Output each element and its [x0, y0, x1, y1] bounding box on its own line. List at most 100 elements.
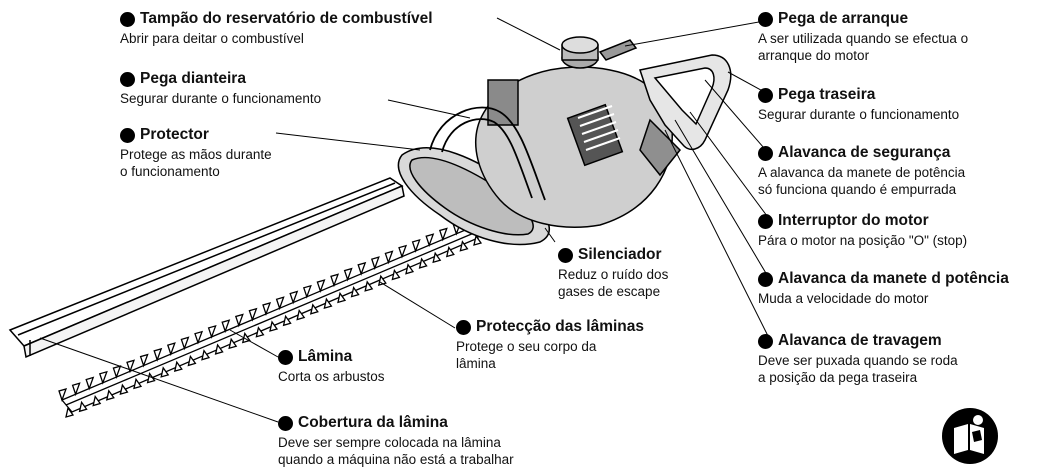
- label-protector: Protector Protege as mãos durante o func…: [120, 126, 272, 180]
- label-rear-handle: Pega traseira Segurar durante o funciona…: [758, 86, 959, 123]
- blade-tooth: [228, 337, 238, 350]
- label-front-handle: Pega dianteira Segurar durante o funcion…: [120, 70, 321, 107]
- blade-tooth: [180, 336, 190, 351]
- bullet-icon: [758, 333, 773, 349]
- label-blade: Lâmina Corta os arbustos: [278, 348, 385, 385]
- bullet-icon: [120, 71, 135, 87]
- label-desc: o funcionamento: [120, 164, 220, 179]
- blade-tooth: [262, 302, 272, 316]
- label-title: Interruptor do motor: [778, 212, 929, 229]
- blade-tooth: [234, 313, 244, 328]
- label-desc: Pára o motor na posição "O" (stop): [758, 233, 968, 248]
- label-desc: gases de escape: [558, 284, 661, 299]
- label-desc: A alavanca da manete de potência: [758, 165, 966, 180]
- blade-tooth: [411, 238, 421, 253]
- blade-tooth: [160, 366, 170, 378]
- blade-tooth: [139, 353, 149, 368]
- blade-tooth: [323, 297, 333, 309]
- bullet-icon: [456, 319, 471, 335]
- blade-tooth: [221, 319, 231, 334]
- label-title: Pega traseira: [778, 86, 876, 103]
- label-blade-guard: Protecção das lâminas Protege o seu corp…: [456, 318, 644, 372]
- blade-tooth: [65, 406, 75, 418]
- blade-tooth: [105, 389, 115, 401]
- blade-tooth: [119, 383, 129, 395]
- blade-tooth: [296, 308, 306, 321]
- label-desc: arranque do motor: [758, 48, 870, 63]
- blade-tooth: [316, 279, 326, 294]
- label-desc: A ser utilizada quando se efectua o: [758, 31, 969, 46]
- label-title: Protecção das lâminas: [476, 318, 644, 335]
- blade-tooth: [445, 245, 455, 258]
- bullet-icon: [758, 145, 773, 161]
- blade-tooth: [214, 343, 224, 355]
- bullet-icon: [120, 127, 135, 143]
- protector-shape: [397, 147, 550, 246]
- label-desc: Deve ser puxada quando se roda: [758, 353, 958, 368]
- label-desc: quando a máquina não está a trabalhar: [278, 452, 514, 467]
- label-title: Cobertura da lâmina: [298, 414, 448, 431]
- blade-tooth: [350, 286, 360, 298]
- blade-tooth: [166, 342, 176, 357]
- blade-tooth: [92, 394, 102, 407]
- label-title: Alavanca da manete d potência: [778, 270, 1009, 287]
- label-desc: Muda a velocidade do motor: [758, 291, 929, 306]
- leader-lines: [39, 17, 771, 423]
- label-title: Silenciador: [578, 246, 662, 263]
- blade-tooth: [98, 370, 108, 385]
- bullet-icon: [120, 11, 135, 27]
- blade-tooth: [112, 365, 122, 380]
- blade-tooth: [398, 244, 408, 259]
- label-title: Protector: [140, 126, 209, 143]
- label-desc: lâmina: [456, 356, 496, 371]
- blade-tooth: [126, 359, 136, 374]
- blade-tooth: [309, 303, 319, 315]
- blade-tooth: [337, 291, 347, 304]
- blade-tooth: [438, 227, 448, 242]
- label-desc: Reduz o ruído dos: [558, 267, 669, 282]
- label-engine-switch: Interruptor do motor Pára o motor na pos…: [758, 212, 967, 249]
- label-fuel-cap: Tampão do reservatório de combustível Ab…: [120, 10, 433, 47]
- blade-tooth: [384, 250, 394, 265]
- bullet-icon: [758, 271, 773, 287]
- blade-tooth: [173, 360, 183, 373]
- label-desc: Abrir para deitar o combustível: [120, 31, 304, 46]
- label-blade-cover: Cobertura da lâmina Deve ser sempre colo…: [278, 414, 514, 468]
- label-title: Lâmina: [298, 348, 353, 365]
- label-desc: Deve ser sempre colocada na lâmina: [278, 435, 501, 450]
- label-muffler: Silenciador Reduz o ruído dos gases de e…: [558, 246, 668, 300]
- label-title: Alavanca de segurança: [778, 144, 951, 161]
- blade-tooth: [370, 256, 380, 271]
- blade-tooth: [405, 263, 415, 275]
- blade-tooth: [330, 273, 340, 288]
- bullet-icon: [758, 87, 773, 103]
- blade-tooth: [357, 261, 367, 276]
- blade-tooth: [201, 349, 211, 361]
- label-desc: só funciona quando é empurrada: [758, 182, 957, 197]
- label-desc: Corta os arbustos: [278, 369, 385, 384]
- blade-tooth: [207, 324, 217, 339]
- front-handle-shape: [429, 106, 546, 201]
- label-title: Pega de arranque: [778, 10, 909, 27]
- blade-tooth: [248, 307, 258, 322]
- bullet-icon: [278, 415, 293, 431]
- label-throttle-lever: Alavanca da manete d potência Muda a vel…: [758, 270, 1009, 307]
- blade-tooth: [391, 268, 401, 281]
- blade-tooth: [282, 314, 292, 327]
- blade-tooth: [78, 400, 88, 413]
- blade-tooth: [275, 296, 285, 311]
- label-safety-lever: Alavanca de segurança A alavanca da mane…: [758, 144, 965, 198]
- bullet-icon: [758, 11, 773, 27]
- label-desc: Protege as mãos durante: [120, 147, 272, 162]
- blade-tooth: [343, 267, 353, 282]
- blade-tooth: [194, 330, 204, 345]
- label-starter-grip: Pega de arranque A ser utilizada quando …: [758, 10, 968, 64]
- blade-tooth: [425, 233, 435, 248]
- blade-tooth: [255, 326, 265, 338]
- blade-tooth: [187, 354, 197, 367]
- label-lock-lever: Alavanca de travagem Deve ser puxada qua…: [758, 332, 958, 386]
- read-manual-icon: [942, 408, 998, 464]
- blade-tooth: [432, 251, 442, 264]
